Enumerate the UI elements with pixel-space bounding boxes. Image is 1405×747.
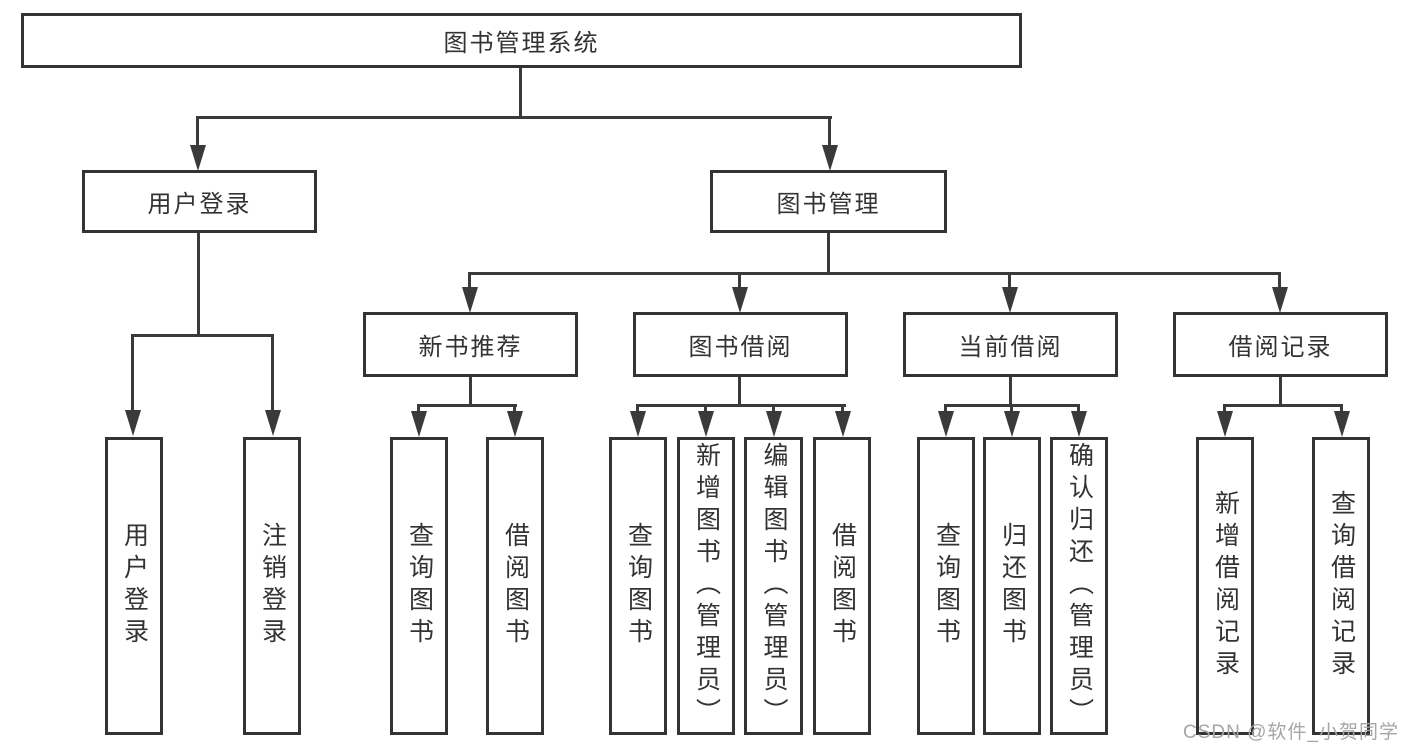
leaf-bb-edit-books-admin-label: 编辑图书（管理员） <box>760 442 788 730</box>
connector-vline <box>1278 272 1281 289</box>
node-current-borrowing-label: 当前借阅 <box>958 334 1063 361</box>
leaf-bb-query-books: 查询图书 <box>609 437 667 735</box>
node-current-borrowing: 当前借阅 <box>903 312 1118 377</box>
arrowhead-down-icon <box>1334 411 1350 437</box>
connector-vline <box>131 334 134 412</box>
arrowhead-down-icon <box>630 411 646 437</box>
connector-vline <box>1010 404 1013 413</box>
connector-vline <box>469 377 472 407</box>
connector-vline <box>197 233 200 337</box>
arrowhead-down-icon <box>732 287 748 313</box>
node-book-management: 图书管理 <box>710 170 947 233</box>
connector-vline <box>1223 404 1226 413</box>
leaf-br-add-record: 新增借阅记录 <box>1196 437 1254 735</box>
leaf-user-login: 用户登录 <box>105 437 163 735</box>
arrowhead-down-icon <box>411 411 427 437</box>
connector-vline <box>636 404 639 413</box>
node-borrowing-records: 借阅记录 <box>1173 312 1388 377</box>
connector-vline <box>1340 404 1343 413</box>
leaf-rec-borrow-books-label: 借阅图书 <box>501 522 530 650</box>
connector-vline <box>196 116 199 147</box>
connector-vline <box>738 377 741 407</box>
arrowhead-down-icon <box>125 410 141 436</box>
arrowhead-down-icon <box>507 411 523 437</box>
connector-hline <box>196 116 832 119</box>
arrowhead-down-icon <box>835 411 851 437</box>
connector-hline <box>1223 404 1343 407</box>
connector-vline <box>1008 272 1011 289</box>
leaf-bb-borrow-books: 借阅图书 <box>813 437 871 735</box>
connector-vline <box>828 116 831 147</box>
leaf-cb-confirm-return-admin-label: 确认归还（管理员） <box>1065 442 1094 730</box>
node-book-management-label: 图书管理 <box>776 191 881 218</box>
node-borrowing-records-label: 借阅记录 <box>1228 334 1333 361</box>
arrowhead-down-icon <box>1002 287 1018 313</box>
connector-hline <box>468 272 1281 275</box>
node-book-borrowing: 图书借阅 <box>633 312 848 377</box>
connector-vline <box>1009 377 1012 407</box>
node-root-label: 图书管理系统 <box>443 30 600 57</box>
connector-vline <box>417 404 420 413</box>
leaf-user-login-label: 用户登录 <box>120 522 149 650</box>
leaf-br-query-record-label: 查询借阅记录 <box>1327 490 1356 682</box>
leaf-cb-confirm-return-admin: 确认归还（管理员） <box>1050 437 1108 735</box>
leaf-rec-borrow-books: 借阅图书 <box>486 437 544 735</box>
connector-hline <box>417 404 517 407</box>
leaf-logout-label: 注销登录 <box>258 522 287 650</box>
node-root: 图书管理系统 <box>21 13 1022 68</box>
leaf-bb-query-books-label: 查询图书 <box>624 522 653 650</box>
leaf-cb-return-books: 归还图书 <box>983 437 1041 735</box>
arrowhead-down-icon <box>938 411 954 437</box>
arrowhead-down-icon <box>1004 411 1020 437</box>
connector-vline <box>1077 404 1080 413</box>
connector-hline <box>636 404 846 407</box>
leaf-br-add-record-label: 新增借阅记录 <box>1211 490 1240 682</box>
leaf-cb-query-books: 查询图书 <box>917 437 975 735</box>
arrowhead-down-icon <box>822 145 838 171</box>
leaf-logout: 注销登录 <box>243 437 301 735</box>
leaf-bb-add-books-admin-label: 新增图书（管理员） <box>692 442 721 730</box>
leaf-rec-query-books-label: 查询图书 <box>405 522 434 650</box>
csdn-watermark: CSDN @软件_小贺同学 <box>1183 722 1399 743</box>
leaf-cb-return-books-label: 归还图书 <box>998 522 1027 650</box>
connector-vline <box>772 404 775 413</box>
connector-vline <box>513 404 516 413</box>
connector-vline <box>827 233 830 275</box>
leaf-bb-add-books-admin: 新增图书（管理员） <box>677 437 735 735</box>
arrowhead-down-icon <box>190 145 206 171</box>
connector-vline <box>468 272 471 289</box>
arrowhead-down-icon <box>462 287 478 313</box>
arrowhead-down-icon <box>1071 411 1087 437</box>
connector-vline <box>944 404 947 413</box>
connector-vline <box>1279 377 1282 407</box>
arrowhead-down-icon <box>1217 411 1233 437</box>
arrowhead-down-icon <box>698 411 714 437</box>
leaf-cb-query-books-label: 查询图书 <box>932 522 961 650</box>
node-new-book-recommend: 新书推荐 <box>363 312 578 377</box>
connector-vline <box>841 404 844 413</box>
arrowhead-down-icon <box>1272 287 1288 313</box>
leaf-bb-edit-books-admin: 编辑图书（管理员） <box>744 437 803 735</box>
arrowhead-down-icon <box>265 410 281 436</box>
connector-vline <box>271 334 274 412</box>
connector-vline <box>519 68 522 117</box>
connector-hline <box>131 334 274 337</box>
leaf-br-query-record: 查询借阅记录 <box>1312 437 1370 735</box>
leaf-bb-borrow-books-label: 借阅图书 <box>828 522 857 650</box>
node-user-login: 用户登录 <box>82 170 317 233</box>
node-book-borrowing-label: 图书借阅 <box>688 334 793 361</box>
node-user-login-label: 用户登录 <box>147 191 252 218</box>
connector-vline <box>738 272 741 289</box>
node-new-book-recommend-label: 新书推荐 <box>418 334 523 361</box>
leaf-rec-query-books: 查询图书 <box>390 437 448 735</box>
connector-vline <box>704 404 707 413</box>
arrowhead-down-icon <box>766 411 782 437</box>
